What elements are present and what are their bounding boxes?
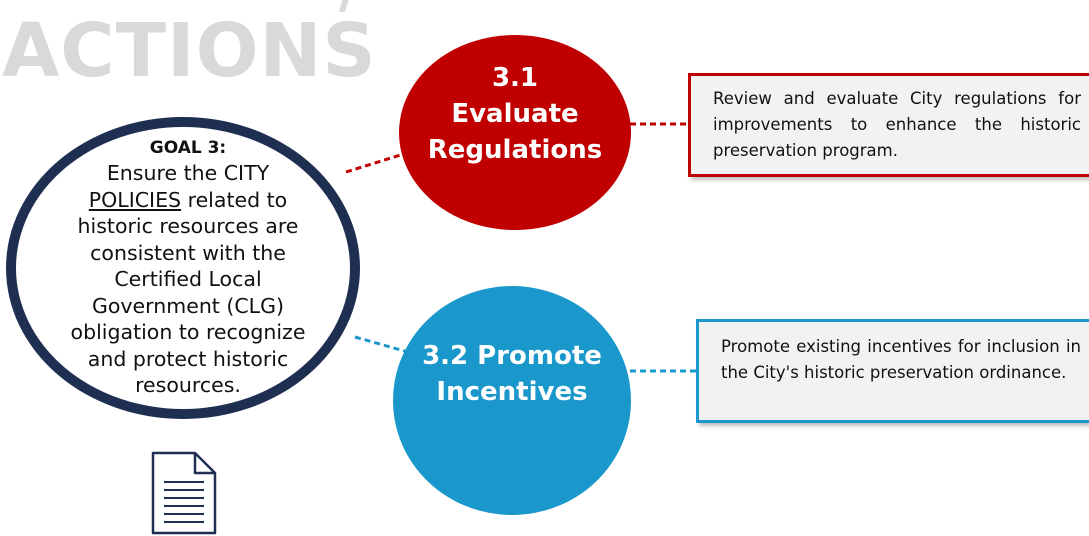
action-3-2-title-line-2: Incentives <box>436 377 588 407</box>
action-3-2-description: Promote existing incentives for inclusio… <box>696 319 1089 423</box>
goal-policies-underlined: POLICIES <box>88 187 182 212</box>
connector-goal-to-3-1 <box>345 150 411 174</box>
goal-line: and protect historic <box>87 346 289 371</box>
goal-line: historic resources are <box>77 214 299 238</box>
goal-line-fragment: related to <box>181 187 288 212</box>
document-icon <box>151 451 217 535</box>
action-3-1-number: 3.1 <box>491 63 539 93</box>
goal-statement: GOAL 3: Ensure the CITY POLICIES related… <box>40 136 336 399</box>
action-3-1-circle <box>399 35 631 230</box>
connector-goal-to-3-2 <box>354 335 409 354</box>
goal-circle <box>6 117 360 419</box>
action-3-1-title-line-1: Evaluate <box>451 99 579 129</box>
goal-line: Ensure the CITY <box>106 161 270 185</box>
goal-label: GOAL 3: <box>149 138 227 158</box>
action-3-1-description: Review and evaluate City regulations for… <box>688 73 1089 177</box>
section-heading: ACTIONS <box>2 8 377 94</box>
goal-line: obligation to recognize <box>70 320 306 344</box>
action-3-2-title-line-1: 3.2 Promote <box>422 341 602 371</box>
action-3-2-circle <box>393 286 631 515</box>
goal-line: Government (CLG) <box>92 293 284 318</box>
action-3-1-title-line-2: Regulations <box>427 135 603 165</box>
action-3-1-title: 3.1 Evaluate Regulations <box>399 60 631 168</box>
goal-line: consistent with the <box>90 240 286 265</box>
goal-line: POLICIES related to <box>40 187 336 214</box>
action-3-2-title: 3.2 Promote Incentives <box>393 338 631 410</box>
goal-line: Certified Local <box>114 267 262 291</box>
goal-line: resources. <box>135 373 241 397</box>
